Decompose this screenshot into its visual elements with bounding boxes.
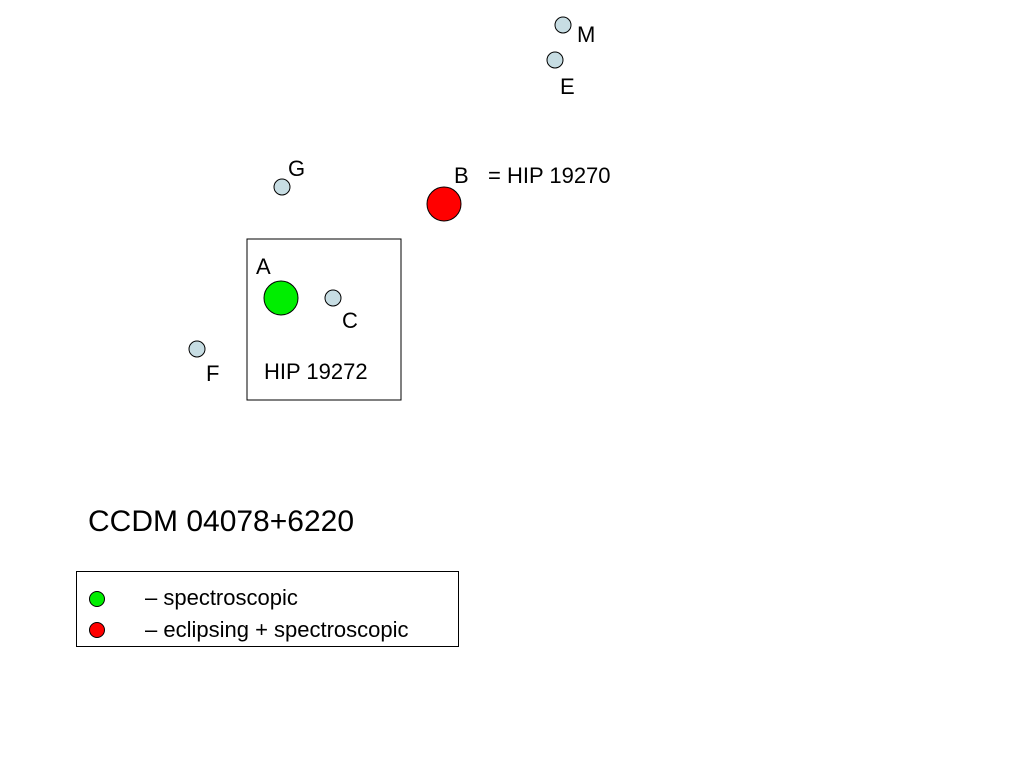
- legend-label-spectroscopic: – spectroscopic: [145, 585, 298, 610]
- star-m: [554, 16, 572, 34]
- legend: – spectroscopic – eclipsing + spectrosco…: [76, 571, 459, 647]
- star-label-m: M: [577, 22, 595, 47]
- star-f: [188, 340, 206, 358]
- star-label-b: B: [454, 163, 469, 188]
- hip-19272-label: HIP 19272: [264, 359, 368, 384]
- hip-19272-box: [246, 238, 402, 401]
- red-dot-icon: [89, 622, 105, 638]
- star-b: [426, 186, 462, 222]
- star-c: [324, 289, 342, 307]
- star-label-c: C: [342, 308, 358, 333]
- star-e: [546, 51, 564, 69]
- star-label-g: G: [288, 156, 305, 181]
- star-g: [273, 178, 291, 196]
- hip-19270-annotation: = HIP 19270: [488, 163, 611, 188]
- star-label-a: A: [256, 254, 271, 279]
- system-title: CCDM 04078+6220: [88, 505, 355, 538]
- legend-item-eclipsing: – eclipsing + spectroscopic: [77, 615, 458, 645]
- star-label-f: F: [206, 361, 219, 386]
- legend-label-eclipsing: – eclipsing + spectroscopic: [145, 617, 409, 642]
- star-a: [263, 280, 299, 316]
- legend-item-spectroscopic: – spectroscopic: [77, 584, 458, 614]
- green-dot-icon: [89, 591, 105, 607]
- star-label-e: E: [560, 74, 575, 99]
